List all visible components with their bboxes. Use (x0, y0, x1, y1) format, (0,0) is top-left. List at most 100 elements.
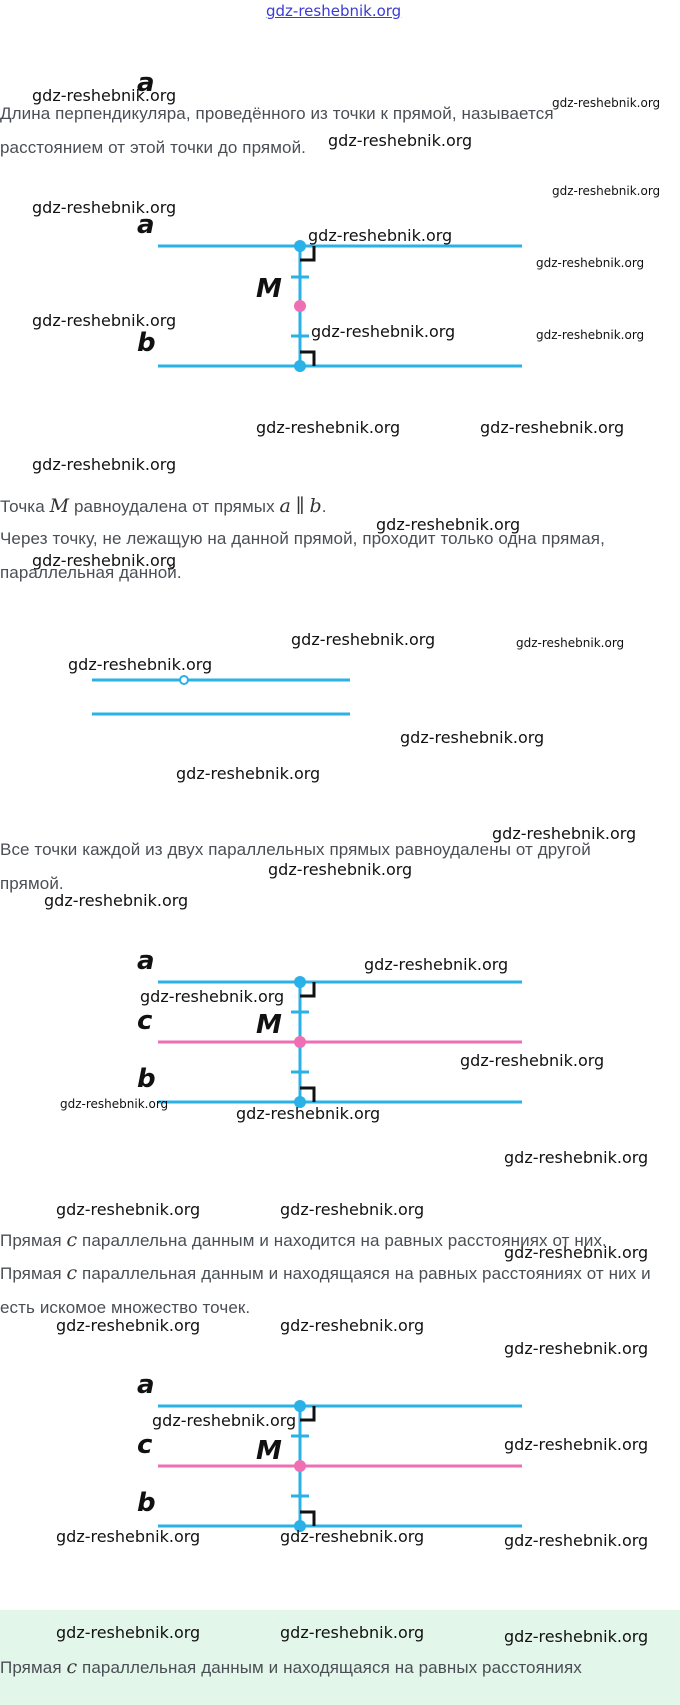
watermark: gdz-reshebnik.org (552, 96, 661, 110)
math-c: c (66, 1656, 78, 1678)
watermark: gdz-reshebnik.org (280, 1527, 425, 1546)
label-b-2: b (137, 1064, 156, 1094)
watermark: gdz-reshebnik.org (32, 455, 177, 474)
watermark: gdz-reshebnik.org (516, 636, 625, 650)
label-a-3: a (137, 1370, 155, 1400)
p6-text-pre: Прямая (0, 1264, 67, 1283)
watermark: gdz-reshebnik.org (140, 987, 285, 1006)
diagram-distance (158, 240, 522, 372)
watermark: gdz-reshebnik.org (256, 418, 401, 437)
paragraph-parallel-equidistant: Все точки каждой из двух параллельных пр… (0, 840, 591, 893)
watermark: gdz-reshebnik.org (308, 226, 453, 245)
foot-point-a (294, 1400, 306, 1412)
watermark: gdz-reshebnik.org (460, 1051, 605, 1070)
paragraph-locus-conclusion: Прямая c параллельная данным и находящая… (0, 1256, 655, 1325)
math-parallel: ∥ (295, 495, 305, 517)
watermark: gdz-reshebnik.org (536, 328, 645, 342)
point-m (294, 300, 306, 312)
diagram-midline-2 (158, 1400, 522, 1532)
watermark: gdz-reshebnik.org (56, 1527, 201, 1546)
watermark: gdz-reshebnik.org (492, 824, 637, 843)
foot-point-b (294, 1520, 306, 1532)
watermark: gdz-reshebnik.org (480, 418, 625, 437)
paragraph-distance-definition: Длина перпендикуляра, проведённого из то… (0, 104, 554, 157)
watermark: gdz-reshebnik.org (280, 1623, 425, 1642)
label-b-3: b (137, 1488, 156, 1518)
watermark: gdz-reshebnik.org (32, 311, 177, 330)
label-m-2: M (256, 1010, 282, 1040)
right-angle-mark-b (300, 1510, 316, 1526)
label-m-1: M (256, 274, 282, 304)
watermark: gdz-reshebnik.org (68, 655, 213, 674)
point-m (294, 1460, 306, 1472)
math-c: c (66, 1262, 78, 1284)
watermark: gdz-reshebnik.org (176, 764, 321, 783)
label-a-2: a (137, 946, 155, 976)
paragraph-line-c-parallel: Прямая c параллельна данным и находится … (0, 1223, 655, 1258)
foot-point-a (294, 976, 306, 988)
math-c: c (66, 1229, 78, 1251)
watermark: gdz-reshebnik.org (328, 131, 473, 150)
watermark: gdz-reshebnik.org (504, 1435, 649, 1454)
paragraph-highlight-conclusion: Прямая c параллельная данным и находящая… (0, 1650, 655, 1685)
external-point (179, 675, 189, 685)
diagram-midline-1 (158, 976, 522, 1108)
watermark: gdz-reshebnik.org (504, 1243, 649, 1262)
right-angle-mark-a (300, 246, 316, 262)
label-a-1: a (137, 210, 155, 240)
watermark: gdz-reshebnik.org (504, 1627, 649, 1646)
right-angle-mark-b (300, 1086, 316, 1102)
watermark: gdz-reshebnik.org (536, 256, 645, 270)
math-a: a (279, 495, 291, 517)
right-angle-mark-b (300, 350, 316, 366)
watermark: gdz-reshebnik.org (56, 1200, 201, 1219)
foot-point-a (294, 240, 306, 252)
watermark: gdz-reshebnik.org (32, 551, 177, 570)
p2-text-end: . (321, 497, 327, 516)
watermark: gdz-reshebnik.org (504, 1531, 649, 1550)
math-m: M (49, 495, 70, 517)
diagram-parallel-axiom (92, 675, 350, 716)
p7-text-pre: Прямая (0, 1658, 67, 1677)
watermark: gdz-reshebnik.org (291, 630, 436, 649)
p2-text-mid: равноудалена от прямых (69, 497, 280, 516)
paragraph-parallel-axiom: Через точку, не лежащую на данной прямой… (0, 529, 605, 582)
watermark: gdz-reshebnik.org (552, 184, 661, 198)
watermark: gdz-reshebnik.org (236, 1104, 381, 1123)
watermark: gdz-reshebnik.org (311, 322, 456, 341)
math-b: b (309, 495, 322, 517)
p6-text-post: параллельная данным и находящаяся на рав… (0, 1264, 651, 1317)
watermark: gdz-reshebnik.org (504, 1148, 649, 1167)
p7-text-post: параллельная данным и находящаяся на рав… (77, 1658, 582, 1677)
watermark: gdz-reshebnik.org (376, 515, 521, 534)
label-c-2: c (137, 1006, 153, 1036)
paragraph-point-m-equidistant: Точка M равноудалена от прямых a ∥ b. (0, 489, 655, 524)
watermark: gdz-reshebnik.org (400, 728, 545, 747)
watermark: gdz-reshebnik.org (504, 1339, 649, 1358)
foot-point-b (294, 360, 306, 372)
label-b-1: b (137, 328, 156, 358)
p5-text-post: параллельна данным и находится на равных… (77, 1231, 607, 1250)
watermark: gdz-reshebnik.org (152, 1411, 297, 1430)
watermark: gdz-reshebnik.org (56, 1623, 201, 1642)
foot-point-b (294, 1096, 306, 1108)
right-angle-mark-a (300, 982, 316, 998)
p2-text-pre: Точка (0, 497, 50, 516)
watermark: gdz-reshebnik.org (268, 860, 413, 879)
watermark: gdz-reshebnik.org (56, 1316, 201, 1335)
watermark: gdz-reshebnik.org (32, 198, 177, 217)
site-link[interactable]: gdz-reshebnik.org (266, 2, 402, 20)
highlight-block (0, 1610, 680, 1705)
label-c-3: c (137, 1430, 153, 1460)
watermark: gdz-reshebnik.org (60, 1097, 169, 1111)
watermark: gdz-reshebnik.org (280, 1200, 425, 1219)
watermark: gdz-reshebnik.org (44, 891, 189, 910)
label-a-top: a (137, 68, 155, 98)
point-m (294, 1036, 306, 1048)
p5-text-pre: Прямая (0, 1231, 67, 1250)
watermark: gdz-reshebnik.org (280, 1316, 425, 1335)
watermark: gdz-reshebnik.org (364, 955, 509, 974)
label-m-3: M (256, 1436, 282, 1466)
watermark: gdz-reshebnik.org (32, 86, 177, 105)
right-angle-mark-a (300, 1406, 316, 1422)
